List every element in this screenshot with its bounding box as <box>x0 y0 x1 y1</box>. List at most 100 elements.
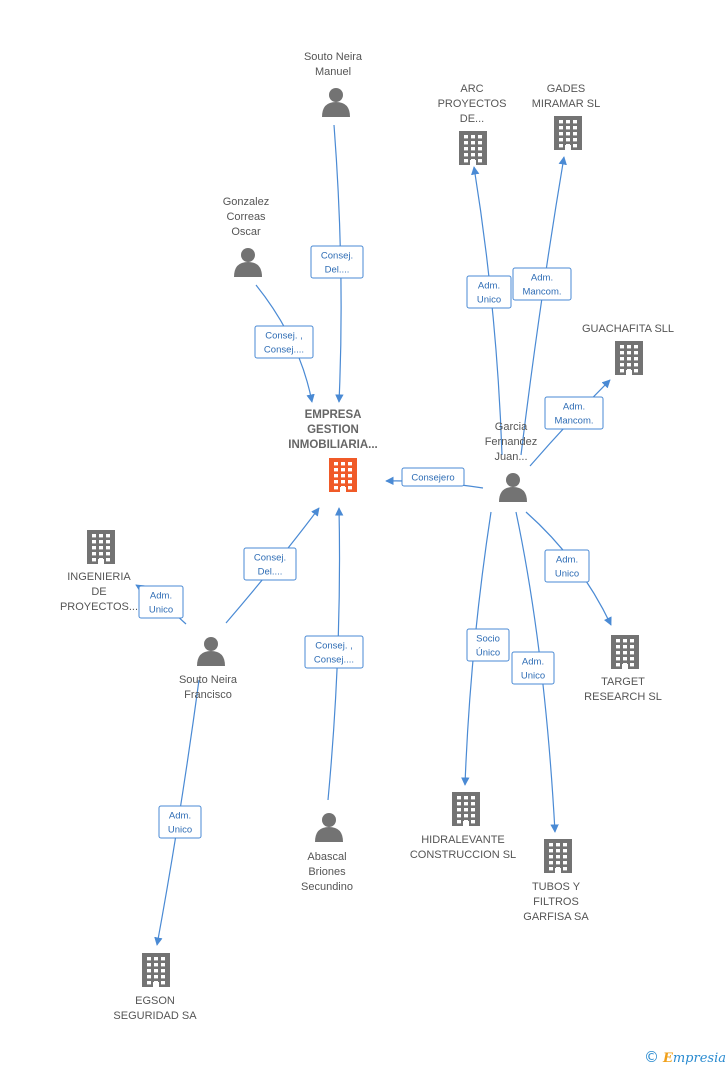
person-icon <box>315 813 343 842</box>
edge-label-text: Consej.... <box>314 655 354 666</box>
edge-label-text: Del.... <box>258 567 283 578</box>
edge-label-text: Consej. <box>254 553 286 564</box>
person-icon <box>197 637 225 666</box>
edge-label-box[interactable]: Adm. Unico <box>466 275 512 309</box>
node-hidralevante[interactable]: HIDRALEVANTE CONSTRUCCION SL <box>410 792 516 861</box>
edge-label-text: Consej. <box>321 251 353 262</box>
node-guachafita[interactable]: GUACHAFITA SLL <box>582 323 674 375</box>
building-icon <box>452 792 480 826</box>
node-label: TARGET <box>601 676 645 688</box>
edge-label-text: Mancom. <box>522 287 561 298</box>
node-garcia[interactable]: GarciaFernandezJuan... <box>485 421 538 502</box>
brand-name: mpresia <box>672 1051 726 1066</box>
node-label: HIDRALEVANTE <box>421 834 505 846</box>
edge-label-text: Adm. <box>478 281 500 292</box>
node-label: INMOBILIARIA... <box>288 439 377 451</box>
node-label: MIRAMAR SL <box>532 98 600 110</box>
edge-label-text: Unico <box>555 569 579 580</box>
node-label: GADES <box>547 83 586 95</box>
node-label: Secundino <box>301 881 353 893</box>
edge-label-text: Adm. <box>150 591 172 602</box>
building-icon <box>611 635 639 669</box>
edge-label-text: Mancom. <box>554 416 593 427</box>
node-label: GARFISA SA <box>523 911 589 923</box>
edge-label-box[interactable]: Consej. , Consej.... <box>304 635 364 669</box>
edge-label-text: Adm. <box>522 657 544 668</box>
node-label: EMPRESA <box>305 409 362 421</box>
node-gades[interactable]: GADES MIRAMAR SL <box>532 83 600 150</box>
edge-label-text: Unico <box>149 605 173 616</box>
edge-label-text: Unico <box>521 671 545 682</box>
edge-label-text: Adm. <box>169 811 191 822</box>
node-label: Fernandez <box>485 436 538 448</box>
node-label: EGSON <box>135 995 175 1007</box>
edge-label-box[interactable]: Adm. Unico <box>158 805 202 839</box>
node-label: FILTROS <box>533 896 579 908</box>
edge-label-box[interactable]: Adm. Unico <box>511 651 555 685</box>
edge-garcia-to-arc <box>471 166 503 456</box>
edge-label-text: Único <box>476 648 500 659</box>
node-label: PROYECTOS <box>438 98 507 110</box>
node-label: PROYECTOS... <box>60 601 138 613</box>
edge-label-box[interactable]: Adm. Unico <box>138 585 184 619</box>
edge-garcia-to-gades <box>520 156 567 456</box>
edge-label-box[interactable]: Consej. Del.... <box>243 547 297 581</box>
node-label: CONSTRUCCION SL <box>410 849 516 861</box>
node-main[interactable]: EMPRESAGESTIONINMOBILIARIA... <box>288 409 378 492</box>
edge-label-box[interactable]: Consej. Del.... <box>310 245 364 279</box>
node-label: Gonzalez <box>223 196 269 208</box>
edge-label-box[interactable]: Adm. Mancom. <box>544 396 604 430</box>
copyright-footer: ©Empresia <box>644 1048 726 1066</box>
edge-label-box[interactable]: Adm. Unico <box>544 549 590 583</box>
edge-label-text: Socio <box>476 634 500 645</box>
edge-label-text: Adm. <box>556 555 578 566</box>
node-label: DE <box>91 586 106 598</box>
edge-label-text: Unico <box>477 295 501 306</box>
node-label: ARC <box>460 83 483 95</box>
node-label: Oscar <box>231 226 261 238</box>
edge-label-text: Adm. <box>563 402 585 413</box>
person-icon <box>322 88 350 117</box>
person-icon <box>234 248 262 277</box>
node-label: GUACHAFITA SLL <box>582 323 674 335</box>
node-label: Manuel <box>315 66 351 78</box>
node-label: Garcia <box>495 421 528 433</box>
edge-label-box[interactable]: Adm. Mancom. <box>512 267 572 301</box>
building-icon <box>544 839 572 873</box>
node-target[interactable]: TARGET RESEARCH SL <box>584 635 662 703</box>
node-egson[interactable]: EGSON SEGURIDAD SA <box>113 953 197 1022</box>
building-icon <box>554 116 582 150</box>
edge-label-text: Consej. , <box>265 331 303 342</box>
edge-label-text: Unico <box>168 825 192 836</box>
node-label: Francisco <box>184 689 232 701</box>
node-label: DE... <box>460 113 484 125</box>
building-icon <box>87 530 115 564</box>
copyright-icon: © <box>643 1048 659 1066</box>
node-arc[interactable]: ARC PROYECTOS DE... <box>438 83 507 165</box>
node-label: SEGURIDAD SA <box>113 1010 197 1022</box>
person-icon <box>499 473 527 502</box>
node-label: Abascal <box>307 851 346 863</box>
node-label: Briones <box>308 866 346 878</box>
edge-label-box[interactable]: Consejero <box>401 467 465 487</box>
edge-label-text: Del.... <box>325 265 350 276</box>
edge-label-text: Consejero <box>411 473 454 484</box>
node-ingenieria[interactable]: INGENIERIADEPROYECTOS... <box>60 530 138 613</box>
edge-label-text: Consej. , <box>315 641 353 652</box>
node-label: Souto Neira <box>179 674 238 686</box>
brand-initial: E <box>662 1051 673 1066</box>
node-label: RESEARCH SL <box>584 691 662 703</box>
building-icon <box>329 458 357 492</box>
node-label: Correas <box>226 211 266 223</box>
edge-label-box[interactable]: Consej. , Consej.... <box>254 325 314 359</box>
node-label: Juan... <box>494 451 527 463</box>
edge-label-text: Consej.... <box>264 345 304 356</box>
edge-label-text: Adm. <box>531 273 553 284</box>
